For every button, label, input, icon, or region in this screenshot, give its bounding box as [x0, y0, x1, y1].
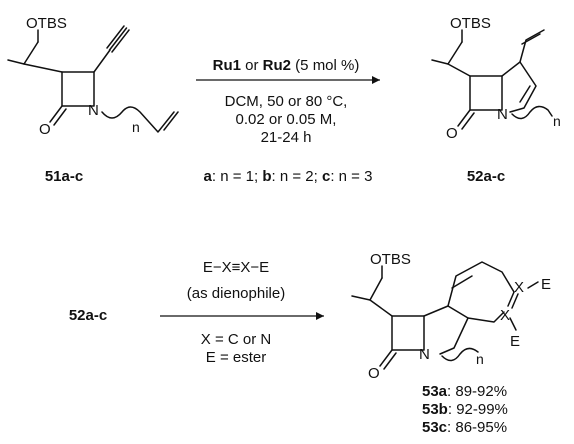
variant-legend: a: n = 1; b: n = 2; c: n = 3 — [204, 168, 373, 185]
e-lower-label: E — [510, 333, 520, 350]
compound-52-structure — [431, 29, 553, 130]
carbonyl-o-label: O — [368, 365, 380, 382]
compound-52-id-bottom: 52a-c — [69, 307, 107, 324]
catalyst-ru2: Ru2 — [263, 57, 291, 74]
arrowhead-top — [372, 76, 380, 84]
chain-n-subscript: n — [476, 351, 484, 367]
compound-52-id: 52a-c — [467, 168, 505, 185]
conditions-line2: 0.02 or 0.05 M, — [236, 111, 337, 128]
yield-53b: 53b: 92-99% — [422, 401, 508, 418]
carbonyl-o-label: O — [446, 125, 458, 142]
nitrogen-label: N — [419, 346, 430, 363]
dienophile-formula: E−X≡X−E — [203, 259, 269, 276]
catalyst-line: Ru1 or Ru2 (5 mol %) — [213, 57, 360, 74]
x-definition: X = C or N — [201, 331, 271, 348]
x-upper-label: X — [514, 279, 524, 296]
yield-53c: 53c: 86-95% — [422, 419, 507, 436]
chain-n-subscript: n — [132, 119, 140, 135]
e-definition: E = ester — [206, 349, 266, 366]
otbs-label: OTBS — [26, 15, 67, 32]
carbonyl-o-label: O — [39, 121, 51, 138]
conditions-line1: DCM, 50 or 80 °C, — [225, 93, 348, 110]
otbs-label: OTBS — [370, 251, 411, 268]
nitrogen-label: N — [497, 106, 508, 123]
compound-53-structure — [351, 261, 539, 370]
chain-n-subscript: n — [553, 113, 561, 129]
catalyst-ru1: Ru1 — [213, 57, 241, 74]
conditions-line3: 21-24 h — [261, 129, 312, 146]
e-upper-label: E — [541, 276, 551, 293]
yield-53a: 53a: 89-92% — [422, 383, 507, 400]
x-lower-label: X — [500, 307, 510, 324]
compound-51-structure — [7, 25, 179, 133]
nitrogen-label: N — [88, 102, 99, 119]
dienophile-role: (as dienophile) — [187, 285, 285, 302]
arrowhead-bottom — [316, 312, 324, 320]
compound-51-id: 51a-c — [45, 168, 83, 185]
otbs-label: OTBS — [450, 15, 491, 32]
